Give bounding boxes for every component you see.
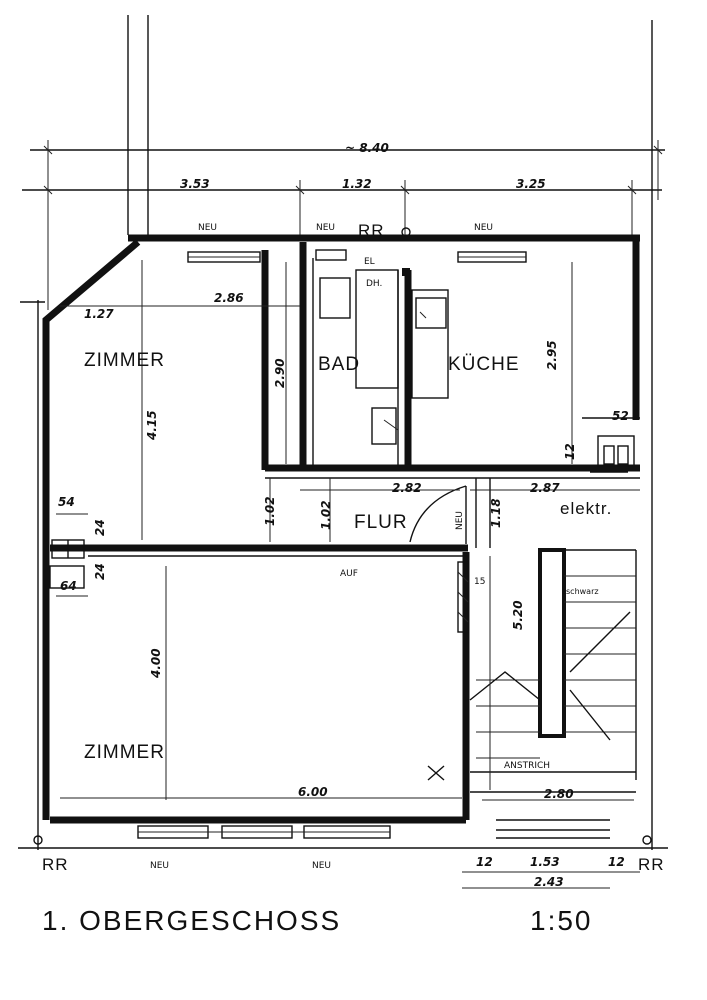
auf-label: AUF — [340, 569, 358, 579]
dim-280: 2.80 — [544, 787, 574, 801]
dim-295: 2.95 — [545, 340, 559, 370]
room-zimmer-top: ZIMMER — [84, 350, 165, 371]
dim-282: 2.82 — [392, 481, 422, 495]
dim-353: 3.53 — [180, 177, 210, 191]
dim-243: 2.43 — [534, 875, 564, 889]
dim-64: 64 — [60, 579, 77, 593]
drawing-title: 1. OBERGESCHOSS — [42, 905, 341, 936]
neu-label-1: NEU — [198, 223, 217, 233]
neu-label-2: NEU — [316, 223, 335, 233]
rr-right-label: RR — [638, 855, 665, 874]
dim-24-b: 24 — [93, 563, 107, 580]
drawing-scale: 1:50 — [530, 905, 593, 936]
dim-12-a: 12 — [476, 855, 493, 869]
dimension-labels: ~ 8.40 3.53 1.32 3.25 1.27 2.86 2.90 2.9… — [58, 141, 629, 889]
stair-number-label: 4 — [404, 373, 412, 387]
room-labels: ZIMMER BAD KÜCHE FLUR ZIMMER elektr. — [84, 350, 612, 763]
room-flur: FLUR — [354, 512, 408, 533]
dim-12-b: 12 — [608, 855, 625, 869]
neu-label-4: NEU — [150, 861, 169, 871]
dim-400: 4.00 — [149, 648, 163, 679]
bath-fixtures — [319, 269, 399, 445]
anstrich-label: ANSTRICH — [504, 761, 550, 771]
room-elektr: elektr. — [560, 499, 612, 518]
reference-lines — [18, 15, 668, 850]
dim-overall: ~ 8.40 — [345, 141, 389, 155]
dim-520: 5.20 — [511, 600, 525, 630]
annotation-labels: RR RR RR NEU NEU NEU NEU NEU NEU EL DH. … — [42, 221, 665, 874]
dim-52: 52 — [612, 409, 629, 423]
room-zimmer-bottom: ZIMMER — [84, 742, 165, 763]
dim-54: 54 — [58, 495, 75, 509]
dim-132: 1.32 — [342, 177, 372, 191]
dim-24-a: 24 — [93, 519, 107, 536]
walls — [42, 234, 640, 824]
dim-286: 2.86 — [214, 291, 244, 305]
flur-door — [409, 485, 467, 544]
dim-12-kitchen: 12 — [563, 443, 577, 460]
room-bad: BAD — [318, 354, 360, 375]
kitchen-fixtures — [411, 289, 640, 467]
dim-325: 3.25 — [516, 177, 546, 191]
dim-287: 2.87 — [530, 481, 560, 495]
misc-marks — [401, 227, 628, 839]
internal-dimension-lines — [56, 260, 640, 889]
neu-label-5: NEU — [312, 861, 331, 871]
dim-153: 1.53 — [530, 855, 560, 869]
dim-102-left: 1.02 — [263, 496, 277, 526]
room-kueche: KÜCHE — [448, 354, 520, 375]
dim-290: 2.90 — [273, 358, 287, 388]
el-label: EL — [364, 257, 375, 267]
dim-415: 4.15 — [145, 410, 159, 441]
windows — [137, 249, 527, 839]
neu-label-3: NEU — [474, 223, 493, 233]
dim-600: 6.00 — [298, 785, 328, 799]
schwarz-label: schwarz — [566, 587, 599, 596]
dh-label: DH. — [366, 279, 382, 289]
dim-118: 1.18 — [489, 498, 503, 528]
rr-top-label: RR — [358, 221, 385, 240]
dim-102-mid: 1.02 — [319, 500, 333, 530]
dim-127: 1.27 — [84, 307, 114, 321]
dimension-chains-top — [22, 140, 665, 310]
rr-left-label: RR — [42, 855, 69, 874]
title-block: 1. OBERGESCHOSS 1:50 — [42, 905, 593, 936]
staircase — [469, 548, 637, 793]
neu-door-label: NEU — [455, 511, 465, 530]
stair-15-label: 15 — [474, 577, 485, 587]
